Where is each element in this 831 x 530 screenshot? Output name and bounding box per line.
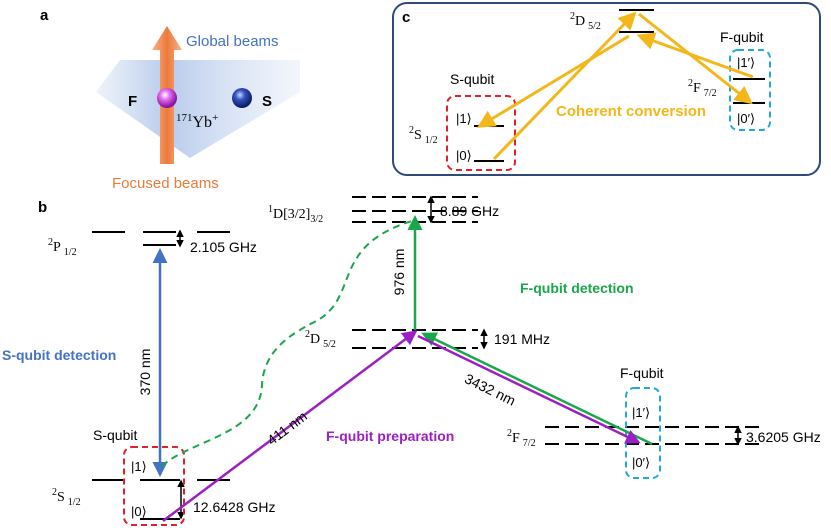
b-ket-0: |0⟩ [131,504,147,519]
d32-splitting: 8.89 GHz [440,203,499,219]
c-ket-1: |1⟩ [456,111,472,126]
global-beams-label: Global beams [186,33,279,50]
f-qubit-preparation-label: F-qubit preparation [326,428,454,444]
arrow-green-return [421,332,653,446]
c-s-qubit-box [446,95,516,171]
s12-splitting: 12.6428 GHz [193,499,276,515]
c-f-qubit-box [729,49,771,131]
p12-splitting: 2.105 GHz [190,239,257,255]
c-ket-0: |0⟩ [456,148,472,163]
f-ion-label: F [128,93,137,110]
panel-label-a: a [40,7,49,24]
d32-label: 1D[3/2]3/2 [268,204,323,225]
f72-splitting: 3.6205 GHz [746,429,821,445]
label-411nm: 411 nm [264,408,310,448]
arrow-411nm [162,330,418,522]
arrow-3432nm [417,334,641,444]
f-ion [157,88,177,108]
b-ket-0p: |0′⟩ [632,455,650,470]
s-qubit-detection-label: S-qubit detection [2,347,116,363]
panel-c-frame [392,2,821,176]
panel-label-c: c [402,9,410,26]
c-arrow-f1p-up [636,32,754,79]
label-976nm: 976 nm [391,249,407,296]
ion-species-label: 171Yb+ [176,112,218,131]
focused-beams-label: Focused beams [112,175,219,192]
c-ket-0p: |0′⟩ [737,111,755,126]
s-ion [232,88,252,108]
s-ion-label: S [262,93,272,110]
c-arrow-s0-up [492,11,637,161]
b-f-qubit-label: F-qubit [620,365,664,381]
label-370nm: 370 nm [137,349,153,396]
c-s-qubit-label: S-qubit [450,71,494,87]
panel-a: Global beams Focused beams F S 171Yb+ [96,26,300,192]
d52-splitting: 191 MHz [494,331,550,347]
c-arrow-to-f0p [638,12,753,105]
f-qubit-detection-label: F-qubit detection [520,280,634,296]
b-ket-1p: |1′⟩ [632,405,650,420]
c-coherent-conversion-label: Coherent conversion [556,103,706,120]
b-s-qubit-label: S-qubit [93,427,137,443]
c-ket-1p: |1′⟩ [737,55,755,70]
b-ket-1: |1⟩ [131,459,147,474]
c-arrow-to-s1 [476,34,630,128]
global-beam-shape [96,60,300,158]
panel-label-b: b [38,199,47,216]
c-f-qubit-label: F-qubit [720,29,764,45]
dashed-decay-path [161,219,416,467]
